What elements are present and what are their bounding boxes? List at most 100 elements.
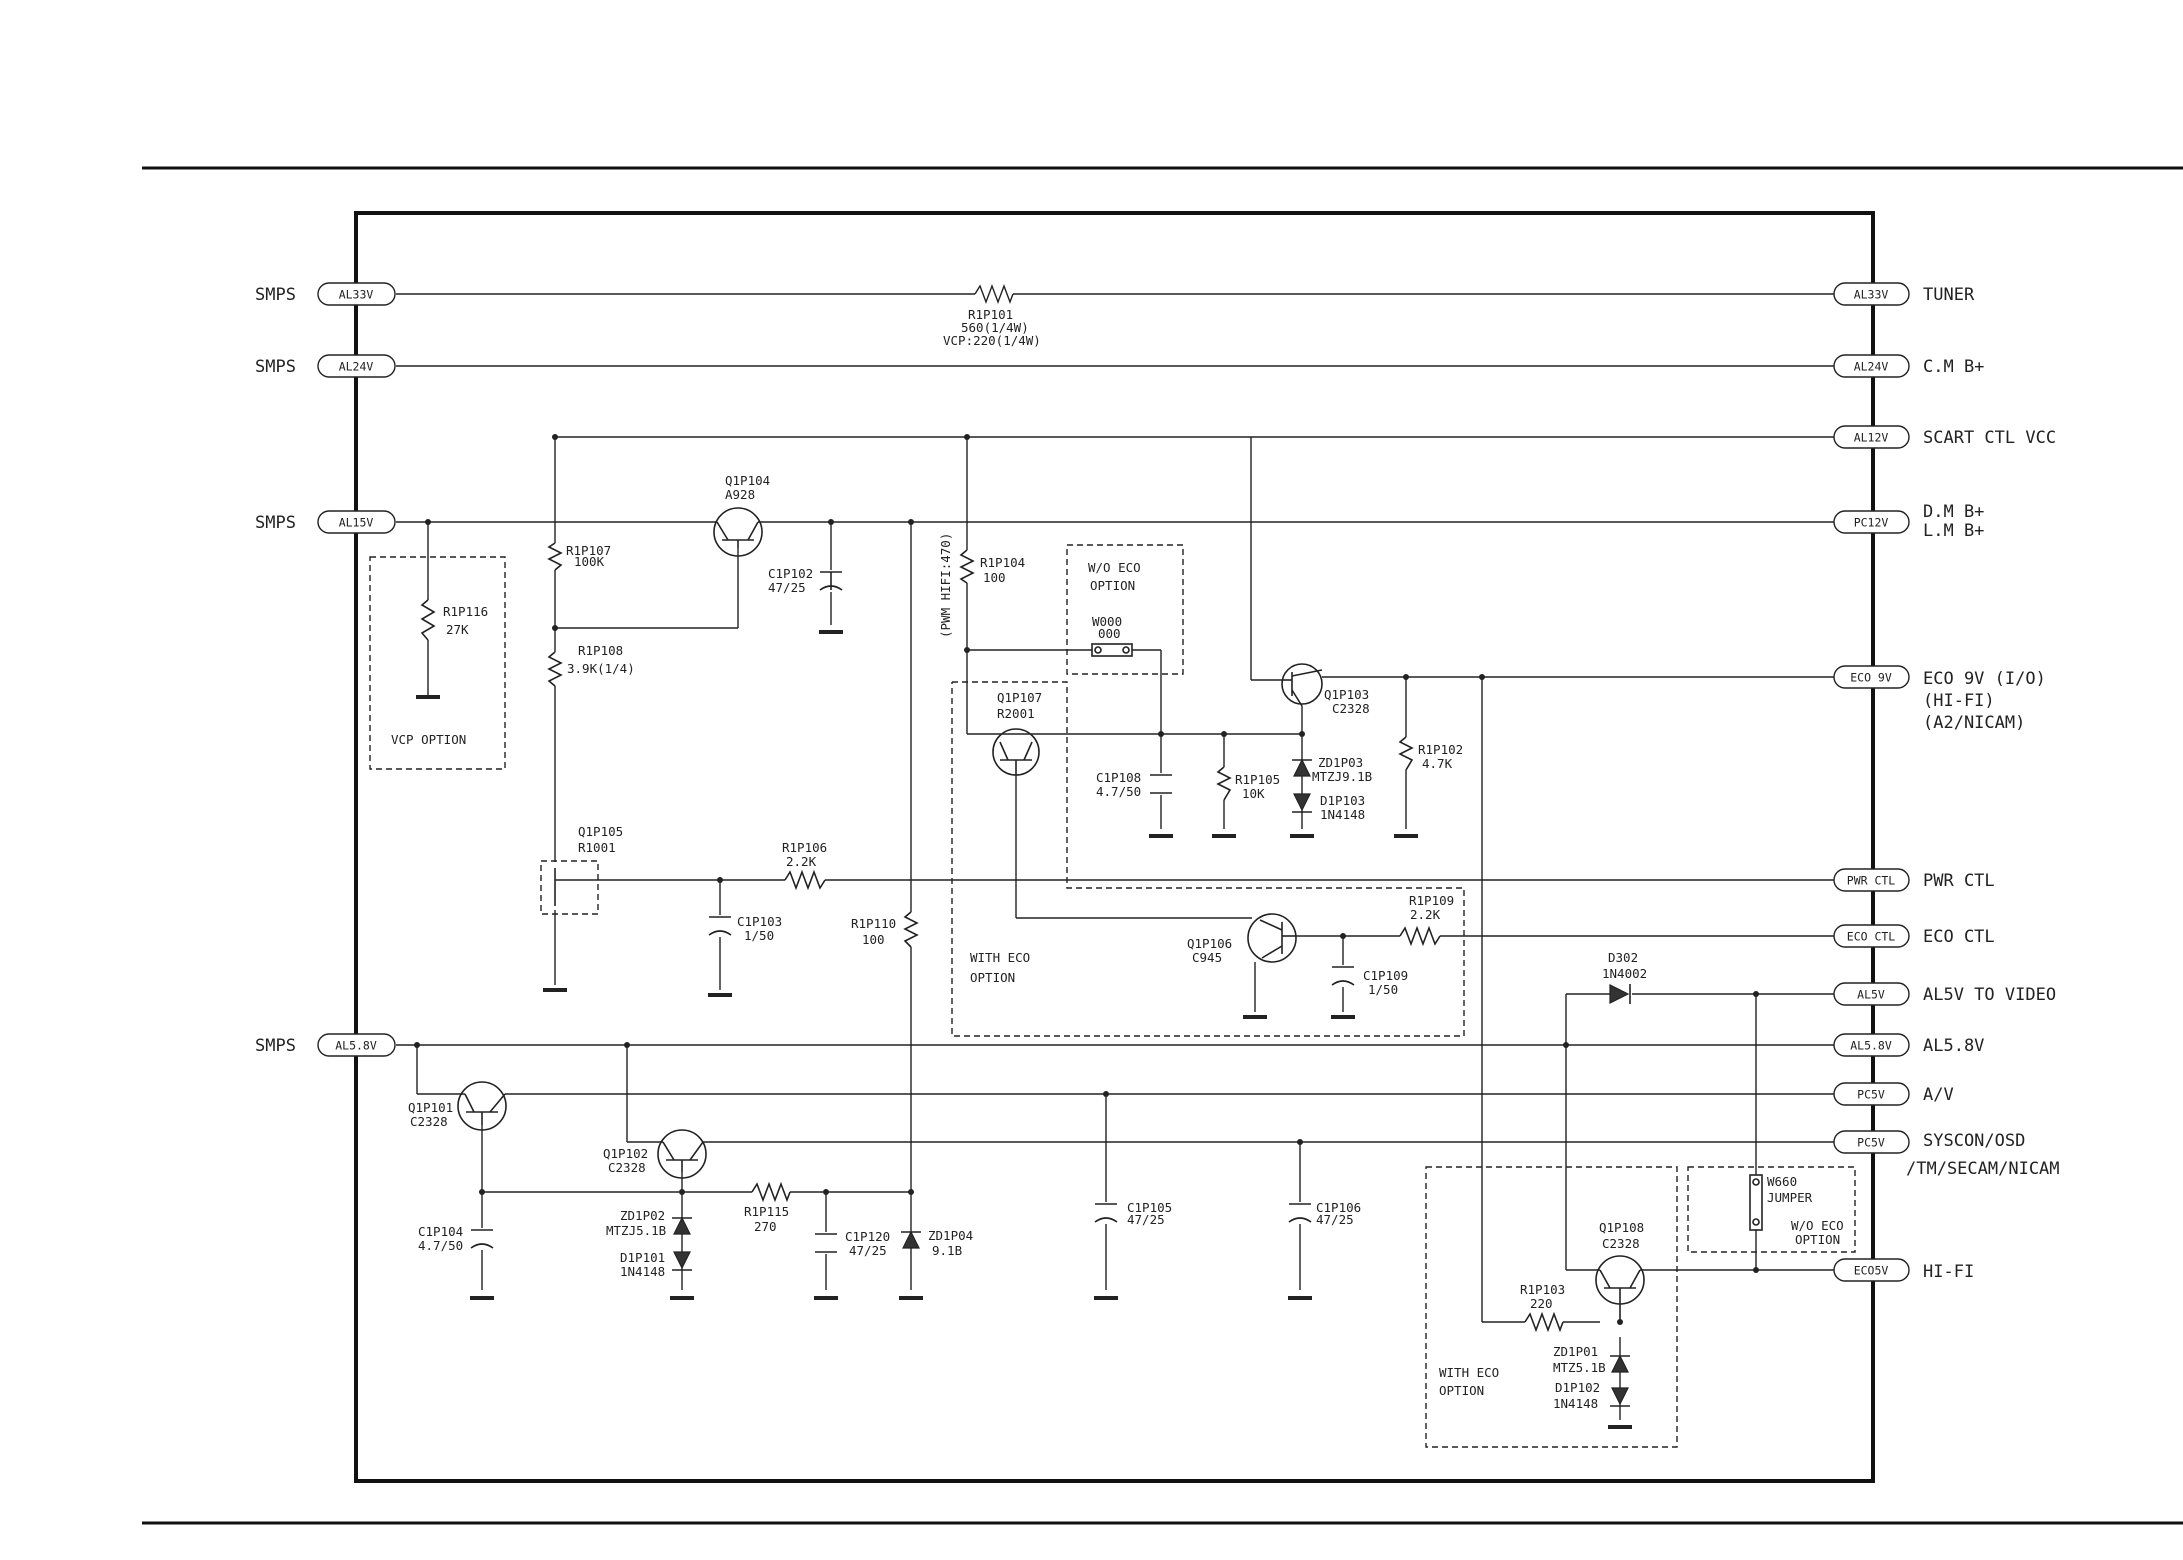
label-vcp-option: VCP OPTION xyxy=(391,732,466,747)
label-c1p102-val: 47/25 xyxy=(768,580,806,595)
dest-hifi-paren: (HI-FI) xyxy=(1923,691,1995,711)
label-r1p106-val: 2.2K xyxy=(786,854,817,869)
label-with-eco-1a: WITH ECO xyxy=(970,950,1030,965)
resistor-r1p107 xyxy=(547,542,563,571)
dest-hifi: HI-FI xyxy=(1923,1262,1974,1282)
connector-al58v-right: AL5.8V xyxy=(1850,1039,1892,1053)
resistor-r1p105 xyxy=(1216,766,1232,801)
capacitor-c1p106 xyxy=(1288,1203,1312,1223)
capacitor-c1p109 xyxy=(1331,966,1355,986)
label-d302-val: 1N4002 xyxy=(1602,966,1647,981)
wo-eco-option-box-2 xyxy=(1687,1166,1856,1253)
label-d1p102-ref: D1P102 xyxy=(1555,1380,1600,1395)
label-w660-ref: W660 xyxy=(1767,1174,1797,1189)
source-labels: SMPS SMPS SMPS SMPS xyxy=(255,285,296,1056)
dest-dm-b: D.M B+ xyxy=(1923,502,1984,522)
label-c1p109-ref: C1P109 xyxy=(1363,968,1408,983)
resistors xyxy=(420,542,1564,1333)
label-r1p104-ref: R1P104 xyxy=(980,555,1025,570)
label-q1p108-val: C2328 xyxy=(1602,1236,1640,1251)
label-d1p103-val: 1N4148 xyxy=(1320,807,1365,822)
connector-al24v-right: AL24V xyxy=(1854,360,1889,374)
label-q1p105-val: R1001 xyxy=(578,840,616,855)
label-r1p101-val: 560(1/4W) xyxy=(961,320,1029,335)
label-zd1p01-ref: ZD1P01 xyxy=(1553,1344,1598,1359)
source-smps-4: SMPS xyxy=(255,1036,296,1056)
label-r1p103-val: 220 xyxy=(1530,1296,1553,1311)
label-zd1p03-ref: ZD1P03 xyxy=(1318,755,1363,770)
label-r1p103-ref: R1P103 xyxy=(1520,1282,1565,1297)
dest-tuner: TUNER xyxy=(1923,285,1975,305)
label-c1p105-ref: C1P105 xyxy=(1127,1200,1172,1215)
connector-pc5v-av: PC5V xyxy=(1857,1088,1885,1102)
label-q1p107-ref: Q1P107 xyxy=(997,690,1042,705)
label-r1p108-val: 3.9K(1/4) xyxy=(567,661,635,676)
resistor-r1p116 xyxy=(420,599,436,641)
source-smps-3: SMPS xyxy=(255,513,296,533)
dest-lm-b: L.M B+ xyxy=(1923,521,1984,541)
dest-syscon-osd: SYSCON/OSD xyxy=(1923,1131,2025,1151)
label-c1p106-val: 47/25 xyxy=(1316,1212,1354,1227)
dest-cm-b: C.M B+ xyxy=(1923,357,1984,377)
component-labels: R1P101 560(1/4W) VCP:220(1/4W) Q1P104 A9… xyxy=(408,307,1813,1411)
label-zd1p04-val: 9.1B xyxy=(932,1243,962,1258)
label-c1p105-val: 47/25 xyxy=(1127,1212,1165,1227)
connector-pc12v: PC12V xyxy=(1854,516,1889,530)
label-zd1p01-val: MTZ5.1B xyxy=(1553,1360,1606,1375)
source-smps-1: SMPS xyxy=(255,285,296,305)
label-r1p107-ref: R1P107 xyxy=(566,543,611,558)
label-wo-eco-2b: OPTION xyxy=(1795,1232,1840,1247)
resistor-r1p104 xyxy=(959,549,975,584)
label-r1p107-val: 100K xyxy=(574,554,605,569)
label-q1p106-ref: Q1P106 xyxy=(1187,936,1232,951)
right-connectors: AL33V AL24V AL12V PC12V ECO 9V PWR CTL E… xyxy=(1833,282,1910,1282)
transistor-q1p107 xyxy=(992,728,1040,776)
capacitor-c1p103 xyxy=(708,916,732,936)
dest-pwr-ctl: PWR CTL xyxy=(1923,871,1995,891)
label-d1p101-val: 1N4148 xyxy=(620,1264,665,1279)
zener-zd1p01 xyxy=(1610,1354,1630,1373)
label-c1p104-val: 4.7/50 xyxy=(418,1238,463,1253)
label-c1p103-ref: C1P103 xyxy=(737,914,782,929)
option-boxes xyxy=(369,544,1856,1448)
label-r1p115-val: 270 xyxy=(754,1219,777,1234)
label-with-eco-2b: OPTION xyxy=(1439,1383,1484,1398)
diode-d1p102 xyxy=(1610,1387,1630,1407)
label-wo-eco-2a: W/O ECO xyxy=(1791,1218,1844,1233)
label-c1p102-ref: C1P102 xyxy=(768,566,813,581)
capacitors xyxy=(470,571,1355,1253)
dest-al5v-to-video: AL5V TO VIDEO xyxy=(1923,985,2056,1005)
label-q1p101-ref: Q1P101 xyxy=(408,1100,453,1115)
label-q1p108-ref: Q1P108 xyxy=(1599,1220,1644,1235)
connector-eco-ctl: ECO CTL xyxy=(1847,930,1896,944)
diode-d1p101 xyxy=(672,1251,692,1271)
jumper-w660 xyxy=(1749,1174,1763,1231)
label-zd1p04-ref: ZD1P04 xyxy=(928,1228,973,1243)
label-zd1p02-ref: ZD1P02 xyxy=(620,1208,665,1223)
with-eco-option-box-2 xyxy=(1425,1166,1678,1448)
transistor-q1p102 xyxy=(657,1129,707,1179)
source-smps-2: SMPS xyxy=(255,357,296,377)
dest-a2-nicam: (A2/NICAM) xyxy=(1923,713,2025,733)
label-q1p103-val: C2328 xyxy=(1332,701,1370,716)
grounds xyxy=(416,630,1632,1429)
label-wo-eco-1b: OPTION xyxy=(1090,578,1135,593)
dest-tm-secam-nicam: /TM/SECAM/NICAM xyxy=(1906,1159,2060,1179)
label-r1p116-ref: R1P116 xyxy=(443,604,488,619)
resistor-r1p115 xyxy=(751,1181,791,1203)
transistor-q1p101 xyxy=(457,1081,507,1131)
label-zd1p03-val: MTZJ9.1B xyxy=(1312,769,1372,784)
connector-eco5v: ECO5V xyxy=(1854,1264,1889,1278)
label-q1p104-val: A928 xyxy=(725,487,755,502)
label-r1p109-ref: R1P109 xyxy=(1409,893,1454,908)
connector-al33v-left: AL33V xyxy=(339,288,374,302)
resistor-r1p108 xyxy=(547,651,563,687)
label-w000-ref: W000 xyxy=(1092,614,1122,629)
transistor-q1p106 xyxy=(1247,913,1297,963)
connector-al24v-left: AL24V xyxy=(339,360,374,374)
diode-d1p103 xyxy=(1292,793,1312,813)
label-c1p108-val: 4.7/50 xyxy=(1096,784,1141,799)
dest-al58v: AL5.8V xyxy=(1923,1036,1984,1056)
capacitor-c1p104 xyxy=(470,1229,494,1249)
